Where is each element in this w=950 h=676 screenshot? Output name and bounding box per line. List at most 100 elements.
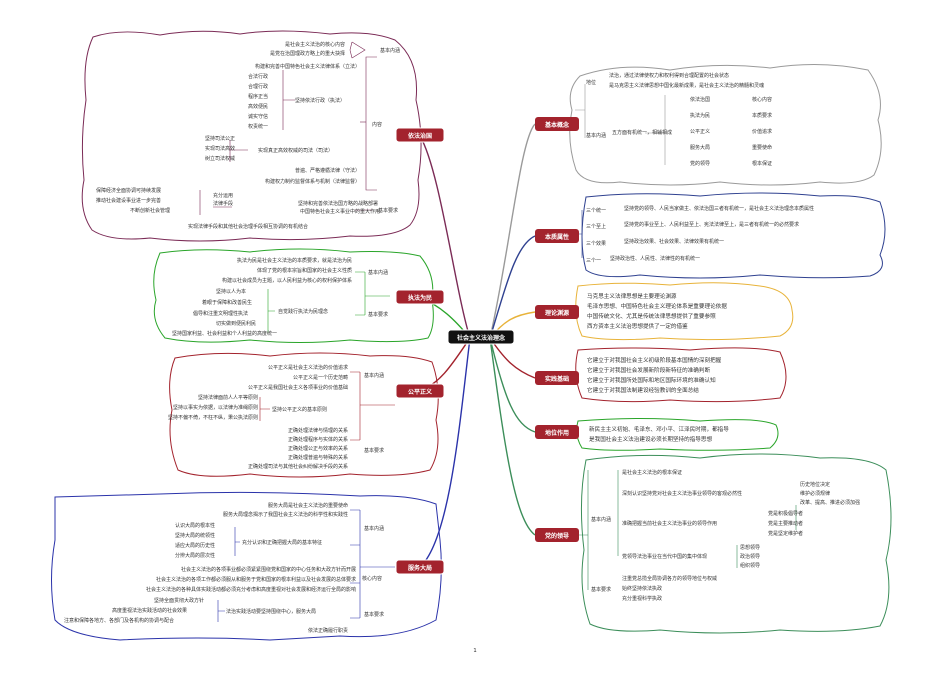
concept-item-1: 依法治国 xyxy=(690,96,710,103)
so-core-1: 社会主义法治的各项事业都必须紧紧围绕党和国家的中心任务和大政方针而开展 xyxy=(181,566,356,573)
law-abiding: 普遍、严格遵循法律（守法） xyxy=(295,167,360,174)
so-recog-label: 充分认识和正确把握大局的基本特征 xyxy=(242,539,322,546)
status-role-title[interactable]: 地位作用 xyxy=(545,429,569,437)
party-req-1: 注重党总揽全局协调各方的领导地位与权威 xyxy=(622,575,717,582)
theory-item-2: 毛泽东思想、中国特色社会主义理论体系是重要理论依据 xyxy=(587,302,727,310)
fairness-req-2: 正确处理程序与实体的关系 xyxy=(288,436,348,443)
fairness-branch: 公平正义 基本内涵 公平正义是社会主义法治的价值追求 公平正义是一个历史范畴 公… xyxy=(168,364,433,470)
admin-item-2: 合理行政 xyxy=(248,83,268,90)
concept-note-2: 本质要求 xyxy=(752,112,772,119)
admin-item-5: 诚实守信 xyxy=(248,113,268,120)
so-req-1: 坚持全面贯彻大政方针 xyxy=(154,597,204,604)
rule-by-law-legal-system: 构建和完善中国特色社会主义法律体系（立法） xyxy=(255,63,360,70)
fairness-title[interactable]: 公平正义 xyxy=(408,388,433,396)
attr-key-3: 三个效果 xyxy=(586,240,606,247)
rule-req-item-3: 不断创新社会管理 xyxy=(130,207,170,214)
concept-item-5: 党的领导 xyxy=(690,160,710,167)
party-essence-1: 是社会主义法治的根本保证 xyxy=(622,469,682,476)
party-necessity-1: 历史地位决定 xyxy=(800,481,830,488)
practice-title[interactable]: 实践基础 xyxy=(545,375,569,383)
so-essence-2: 服务大局理念揭示了我国社会主义法治的科学性和实践性 xyxy=(223,511,348,518)
lfp-req-item-4: 切实做到便民利民 xyxy=(216,320,256,327)
rule-req-right-1: 坚持和完善依法治国方略的战略部署 xyxy=(298,200,378,207)
concept-item-2: 执法为民 xyxy=(690,112,710,119)
attr-val-4: 坚持政治性、人民性、法律性的有机统一 xyxy=(610,255,700,262)
status-role-item-2: 是我国社会主义法治建设必须长期坚持的指导思想 xyxy=(589,435,712,443)
rule-req-mid-1: 充分运用 xyxy=(213,192,233,199)
fairness-req-label: 基本要求 xyxy=(364,447,384,454)
party-role-1: 党是积极倡导者 xyxy=(768,510,803,517)
theory-title[interactable]: 理论渊源 xyxy=(545,309,569,317)
law-for-people-branch: 执法为民 基本内涵 执法为民是社会主义法治的本质要求，就是法治为民 体现了党的根… xyxy=(172,257,432,337)
party-req-3: 充分重视科学执政 xyxy=(622,595,662,602)
serve-overall-branch: 服务大局 基本内涵 服务大局是社会主义法治的重要使命 服务大局理念揭示了我国社会… xyxy=(64,502,432,634)
fairness-req-5: 正确处理司法与其他社会纠纷解决手段的关系 xyxy=(248,463,348,470)
so-recog-4: 分辨大局的层次性 xyxy=(175,552,215,559)
justice-item-1: 坚持司法公正 xyxy=(205,135,235,142)
lfp-essence-3: 构建以社会成员为主题，以人民利益为核心的权利保护体系 xyxy=(222,277,352,284)
attr-key-2: 三个至上 xyxy=(586,223,606,230)
lfp-essence-label: 基本内涵 xyxy=(368,269,388,276)
so-recog-3: 适应大局的历史性 xyxy=(175,542,215,549)
attr-key-1: 三个统一 xyxy=(586,207,606,214)
concept-note-1: 核心内容 xyxy=(752,96,772,103)
so-core-3: 社会主义法治的各种具体实践活动都必须充分考虑和高度重视对社会发展和经济运行全局的… xyxy=(146,586,356,593)
party-role-3: 党是坚定维护者 xyxy=(768,530,803,537)
party-essence-3: 准确把握当前社会主义法治事业的领导作用 xyxy=(622,520,717,527)
branch-curves xyxy=(419,123,536,568)
fairness-req-1: 正确处理法律与情理的关系 xyxy=(288,427,348,434)
so-req-label: 基本要求 xyxy=(364,611,384,618)
justice-label: 实现真正高效权威的司法（司法） xyxy=(258,147,333,154)
concept-branch: 基本概念 地位 法治，通过法律使权力和权利得到合理配置的社会状态 是马克思主义法… xyxy=(544,72,772,167)
rule-by-law-content-label: 内容 xyxy=(372,121,382,128)
lfp-essence-1: 执法为民是社会主义法治的本质要求，就是法治为民 xyxy=(237,257,352,264)
law-for-people-title[interactable]: 执法为民 xyxy=(408,294,432,302)
theory-item-3: 中国传统文化、尤其是传统法律思想提供了重要参照 xyxy=(587,312,716,320)
fairness-req-4: 正确处理普遍与特殊的关系 xyxy=(288,454,348,461)
serve-overall-title[interactable]: 服务大局 xyxy=(408,564,432,572)
so-req-mid: 法治实践活动要坚持围绕中心，服务大局 xyxy=(226,608,316,615)
concept-status-2: 是马克思主义法律思想中国化最新成果，是社会主义法治的精髓和灵魂 xyxy=(609,82,764,89)
practice-item-2: 它建立于对我国社会发展新阶段新特征的准确判断 xyxy=(587,366,710,374)
lfp-req-item-2: 着眼于保障和改善民生 xyxy=(202,299,252,306)
center-topic[interactable]: 社会主义法治理念 xyxy=(456,334,505,342)
so-core-2: 社会主义法治的各项工作都必须服从和服务于党和国家的根本利益以及社会发展的总体要求 xyxy=(156,576,356,583)
concept-essence-note: 五方面有机统一，相辅相成 xyxy=(612,129,672,136)
concept-title[interactable]: 基本概念 xyxy=(544,121,569,129)
admin-label: 坚持依法行政（执法） xyxy=(295,97,345,104)
so-recog-2: 坚持大局的统领性 xyxy=(175,532,215,539)
concept-item-3: 公平正义 xyxy=(690,129,710,135)
party-essence-label: 基本内涵 xyxy=(591,516,611,523)
concept-note-3: 价值追求 xyxy=(752,128,772,135)
admin-item-6: 权责统一 xyxy=(248,123,268,130)
attr-key-4: 三个一 xyxy=(586,258,601,264)
theory-item-1: 马克思主义法律思想是主要理论渊源 xyxy=(587,292,677,300)
page-number: 1 xyxy=(473,648,477,654)
justice-item-2: 实现司法高效 xyxy=(205,145,235,152)
fairness-basic-3: 坚持不偏不倚，不枉不纵，秉公执法原则 xyxy=(168,414,258,421)
lfp-req-item-3: 倡导和注重文明理性执法 xyxy=(193,310,248,317)
justice-item-3: 树立司法权威 xyxy=(205,155,235,162)
attr-val-3: 坚持政治效果、社会效果、法律效果有机统一 xyxy=(624,238,724,245)
so-req-3: 注意和保障各地方、各部门及各机构的协调与配合 xyxy=(64,617,174,624)
attr-val-2: 坚持党的事业至上、人民利益至上、宪法法律至上，是三者有机统一的必然要求 xyxy=(624,221,799,228)
rule-by-law-title[interactable]: 依法治国 xyxy=(408,132,432,140)
so-req-2: 高度重视法治实践活动的社会效果 xyxy=(112,607,187,614)
attributes-title[interactable]: 本质属性 xyxy=(545,233,569,241)
rule-req-mid-2: 法律手段 xyxy=(213,200,233,207)
party-necessity-3: 改革、提高、推进必须加强 xyxy=(800,499,860,506)
practice-item-1: 它建立于对我国社会主义初级阶段基本国情的深刻把握 xyxy=(587,356,722,364)
lfp-req-mid: 自觉践行执法为民理念 xyxy=(278,308,328,315)
practice-item-3: 它建立于对我国所处国际和地区国际环境的准确认知 xyxy=(587,376,716,384)
concept-item-4: 服务大局 xyxy=(690,144,710,151)
party-title[interactable]: 党的领导 xyxy=(545,532,569,540)
admin-item-1: 合法行政 xyxy=(248,73,268,80)
rule-by-law-req-label: 基本要求 xyxy=(378,207,398,214)
concept-note-5: 根本保证 xyxy=(752,160,772,167)
concept-status-1: 法治，通过法律使权力和权利得到合理配置的社会状态 xyxy=(609,72,729,79)
rule-req-item-1: 保障经济全面协调可持续发展 xyxy=(96,187,161,194)
party-concentrate-1: 思想领导 xyxy=(740,544,760,551)
lfp-req-item-5: 坚持国家利益、社会利益和个人利益的高度统一 xyxy=(172,330,277,337)
theory-item-4: 西方资本主义法治思想提供了一定的借鉴 xyxy=(587,322,688,330)
